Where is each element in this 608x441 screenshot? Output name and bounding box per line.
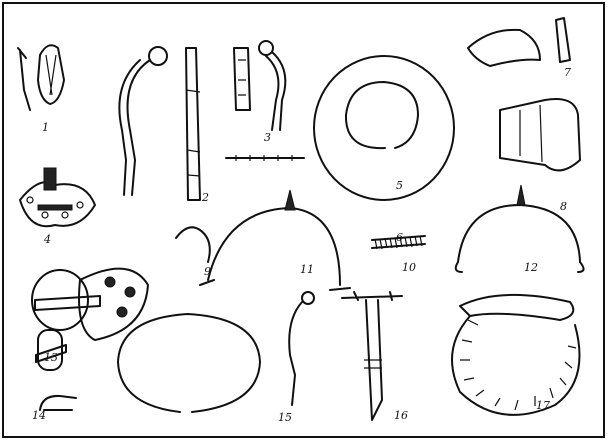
artifact-16 (288, 291, 403, 421)
artifact-11 (199, 189, 351, 291)
label-10: 10 (402, 261, 416, 274)
label-5: 5 (396, 179, 403, 192)
artifact-1 (17, 44, 65, 111)
label-11: 11 (300, 263, 314, 276)
artifact-7 (467, 17, 571, 67)
artifact-4 (19, 167, 96, 228)
artifact-3 (225, 40, 305, 161)
label-12: 12 (524, 261, 538, 274)
label-16: 16 (394, 409, 408, 422)
artifact-13 (31, 267, 149, 341)
label-9: 9 (204, 265, 211, 278)
artifact-14 (35, 329, 77, 411)
label-3: 3 (264, 131, 271, 144)
label-8: 8 (560, 200, 567, 213)
artifact-17 (451, 293, 581, 416)
label-2: 2 (202, 191, 209, 204)
label-6: 6 (396, 231, 403, 244)
artifact-2 (118, 46, 201, 201)
artifact-5-6 (313, 55, 455, 201)
artifact-12 (454, 184, 585, 273)
label-4: 4 (44, 233, 51, 246)
label-7: 7 (564, 66, 571, 79)
artifact-10 (371, 235, 426, 250)
artifact-9 (175, 226, 211, 263)
artifact-8 (499, 98, 581, 172)
label-13: 13 (44, 351, 58, 364)
label-14: 14 (32, 409, 46, 422)
label-17: 17 (536, 399, 550, 412)
label-15: 15 (278, 411, 292, 424)
artifact-15 (117, 313, 261, 413)
label-1: 1 (42, 121, 49, 134)
